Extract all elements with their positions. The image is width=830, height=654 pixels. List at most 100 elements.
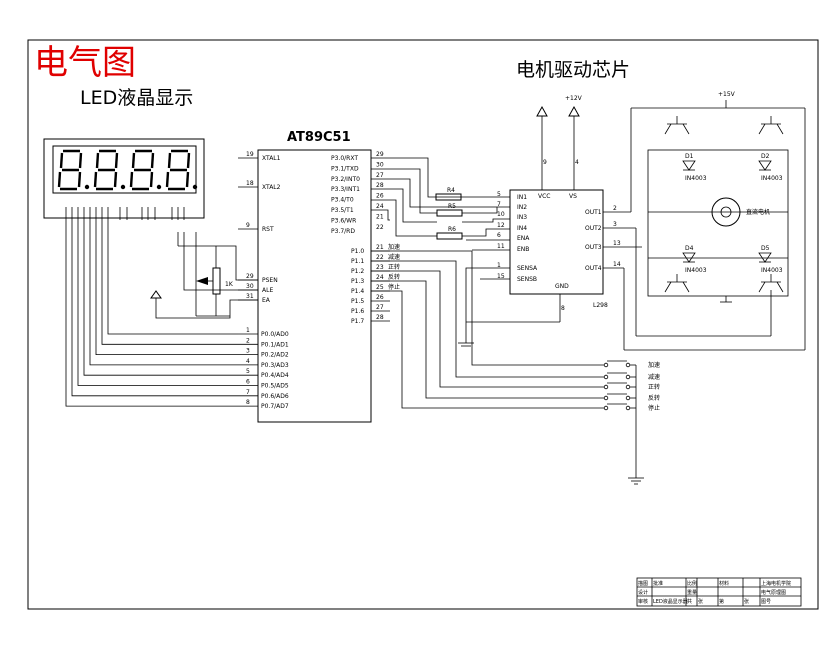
mcu-pin-label: P1.0 (351, 248, 364, 255)
driver-pin-num: 15 (497, 273, 505, 280)
potentiometer: 1K (196, 246, 234, 317)
mcu-pin-num: 21 (376, 244, 384, 251)
p0-wire (95, 220, 238, 356)
mcu-pin-num: 6 (246, 379, 250, 386)
switch-label: 停止 (648, 404, 660, 412)
switch-label: 减速 (648, 373, 660, 381)
diode-type-label: IN4003 (761, 267, 783, 274)
resistor (436, 209, 463, 217)
driver-pin-label: OUT4 (585, 265, 602, 272)
mcu-pin-num: 5 (246, 368, 250, 375)
main-title: 电气图 (34, 43, 136, 83)
driver-pin-label: SENSA (517, 265, 538, 272)
driver-pin-num: 11 (497, 243, 505, 250)
switch-label: 反转 (648, 394, 660, 402)
mcu-pin-num: 29 (246, 273, 254, 280)
mcu-pin-label: XTAL2 (262, 184, 281, 191)
mcu-pin-label: P1.1 (351, 258, 364, 265)
mcu-pin-label: P1.5 (351, 298, 364, 305)
p0-wire (71, 220, 238, 397)
mcu-pin-tag: 反转 (388, 273, 400, 281)
transistor-symbol (758, 274, 784, 293)
mcu-pin-num: 9 (246, 222, 250, 229)
motor-label: 直流电机 (746, 208, 770, 216)
mcu-pin-num: 22 (376, 224, 384, 231)
p0-wire (107, 220, 238, 335)
mcu-pin-label: P3.5/T1 (331, 207, 354, 214)
title-block-cell: 比例 (687, 580, 697, 587)
power-12v-label: +12V (565, 95, 583, 102)
mcu-pin-num: 28 (376, 182, 384, 189)
mcu-pin-label: ALE (262, 287, 273, 294)
mcu-chip: AT89C51 19XTAL118XTAL29RST29PSEN30ALE31E… (65, 130, 400, 423)
mcu-pin-label: P3.3/INT1 (331, 186, 360, 193)
mcu-pin-label: XTAL1 (262, 155, 281, 162)
driver-pin-label: OUT1 (585, 209, 602, 216)
diode-label: D5 (761, 245, 770, 252)
driver-pin-label: IN1 (517, 194, 527, 201)
p0-wire (89, 220, 238, 366)
mcu-pin-num: 23 (376, 264, 384, 271)
led-digit (57, 149, 90, 191)
title-block-cell: 批准 (653, 580, 663, 587)
led-digit (165, 149, 198, 191)
diode-type-label: IN4003 (685, 267, 707, 274)
mcu-pin-num: 31 (246, 293, 254, 300)
mcu-pin-num: 8 (246, 399, 250, 406)
driver-pin-label: IN3 (517, 214, 527, 221)
mcu-pin-num: 1 (246, 327, 250, 334)
driver-pin-num: 1 (497, 262, 501, 269)
title-block-cell: 图号 (761, 599, 771, 605)
title-block-cell: LED液晶显示器 (653, 598, 688, 605)
driver-pin-num: 3 (613, 221, 617, 228)
driver-pin-label: OUT3 (585, 244, 602, 251)
mcu-pin-label: P3.0/RXT (331, 155, 358, 162)
switch-label: 正转 (648, 383, 660, 391)
mcu-pin-label: EA (262, 297, 271, 304)
mcu-pin-label: P0.5/AD5 (261, 383, 289, 390)
title-block-cell: 张 (698, 598, 703, 605)
resistor-label: R5 (448, 203, 456, 210)
mcu-pin-num: 28 (376, 314, 384, 321)
mcu-pin-tag: 减速 (388, 253, 400, 261)
driver-vcc-label: VCC (538, 193, 550, 200)
driver-vcc-pin: 9 (543, 159, 547, 166)
mcu-pin-num: 27 (376, 304, 384, 311)
title-block-cell: 描图 (638, 580, 648, 587)
driver-chip-title: 电机驱动芯片 (516, 59, 630, 81)
mcu-pin-num: 27 (376, 172, 384, 179)
mcu-pin-label: P3.2/INT0 (331, 176, 360, 183)
p0-wire (77, 220, 238, 386)
driver-pin-num: 5 (497, 191, 501, 198)
mcu-pin-num: 26 (376, 294, 384, 301)
driver-pin-label: ENA (517, 235, 530, 242)
switch-symbol: 减速 (603, 372, 660, 381)
mcu-pin-num: 18 (246, 180, 254, 187)
resistor-label: R6 (448, 226, 456, 233)
switch-symbol: 停止 (603, 403, 660, 412)
transistor-symbol (664, 116, 690, 135)
driver-pin-num: 12 (497, 222, 505, 229)
wiring (150, 157, 644, 485)
title-block-cell: 审核 (638, 598, 648, 605)
title-block-cell: 第 (719, 598, 724, 605)
motor-symbol (711, 197, 741, 227)
mcu-pin-label: P3.4/T0 (331, 197, 354, 204)
mcu-pin-num: 21 (376, 213, 384, 220)
mcu-pin-num: 29 (376, 151, 384, 158)
switch-label: 加速 (648, 361, 660, 369)
mcu-pin-label: P1.3 (351, 278, 364, 285)
driver-pin-num: 14 (613, 261, 621, 268)
led-digit (93, 149, 126, 191)
pot-label: 1K (225, 281, 234, 288)
driver-gnd-pin: 8 (561, 305, 565, 312)
diode-label: D4 (685, 245, 694, 252)
mcu-pin-label: PSEN (262, 277, 278, 284)
title-block-cell: 材料 (719, 580, 729, 587)
resistor (436, 232, 463, 240)
